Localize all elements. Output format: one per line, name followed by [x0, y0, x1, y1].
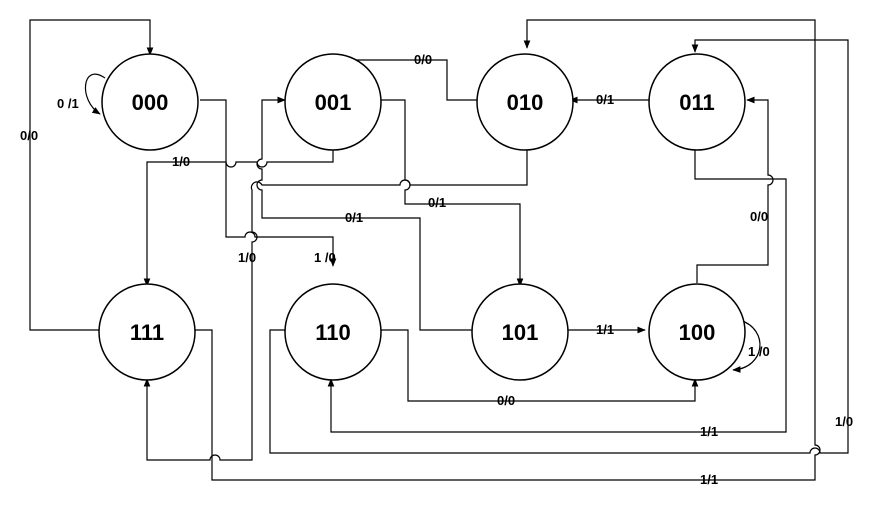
state-label-101: 101	[502, 320, 539, 345]
state-label-001: 001	[315, 90, 352, 115]
transition-000-000	[85, 73, 106, 115]
label-001-111: 1/0	[172, 154, 190, 169]
state-100: 100	[648, 283, 746, 381]
transition-101-001	[256, 96, 474, 331]
state-label-111: 111	[130, 320, 164, 345]
transition-001-111	[143, 150, 334, 287]
label-111-100: 1/1	[700, 472, 718, 487]
label-011-110: 1/1	[700, 424, 718, 439]
state-101: 101	[471, 283, 569, 381]
label-100-011: 0/0	[750, 209, 768, 224]
label-100-100: 1 /0	[748, 344, 770, 359]
state-label-011: 011	[679, 90, 715, 115]
label-101-100: 1/1	[596, 322, 614, 337]
state-111: 111	[98, 283, 196, 381]
state-000: 000	[101, 53, 199, 151]
label-111-000: 0/0	[20, 128, 38, 143]
state-label-100: 100	[679, 320, 716, 345]
transition-011-110	[327, 150, 787, 433]
transition-100-011	[696, 96, 774, 283]
label-000-110: 1 /0	[314, 250, 336, 265]
state-label-010: 010	[507, 90, 544, 115]
label-010-001: 0/0	[414, 52, 432, 67]
label-010-111: 1/0	[238, 250, 256, 265]
state-010: 010	[476, 53, 574, 151]
state-label-110: 110	[315, 320, 351, 345]
transition-100-100	[732, 319, 761, 373]
label-110-011: 1/0	[835, 414, 853, 429]
label-011-010: 0/1	[596, 92, 614, 107]
state-001: 001	[284, 53, 382, 151]
transition-111-000	[29, 19, 154, 331]
label-001-101: 0/1	[428, 195, 446, 210]
transition-000-110	[200, 99, 337, 267]
label-110-100: 0/0	[497, 393, 515, 408]
state-label-000: 000	[132, 90, 169, 115]
label-101-001: 0/1	[345, 210, 363, 225]
state-011: 011	[648, 53, 746, 151]
state-110: 110	[284, 283, 382, 381]
transition-010-111	[143, 150, 528, 461]
transition-110-011	[269, 39, 849, 454]
label-000-000: 0 /1	[57, 96, 79, 111]
transition-110-100	[380, 329, 699, 402]
